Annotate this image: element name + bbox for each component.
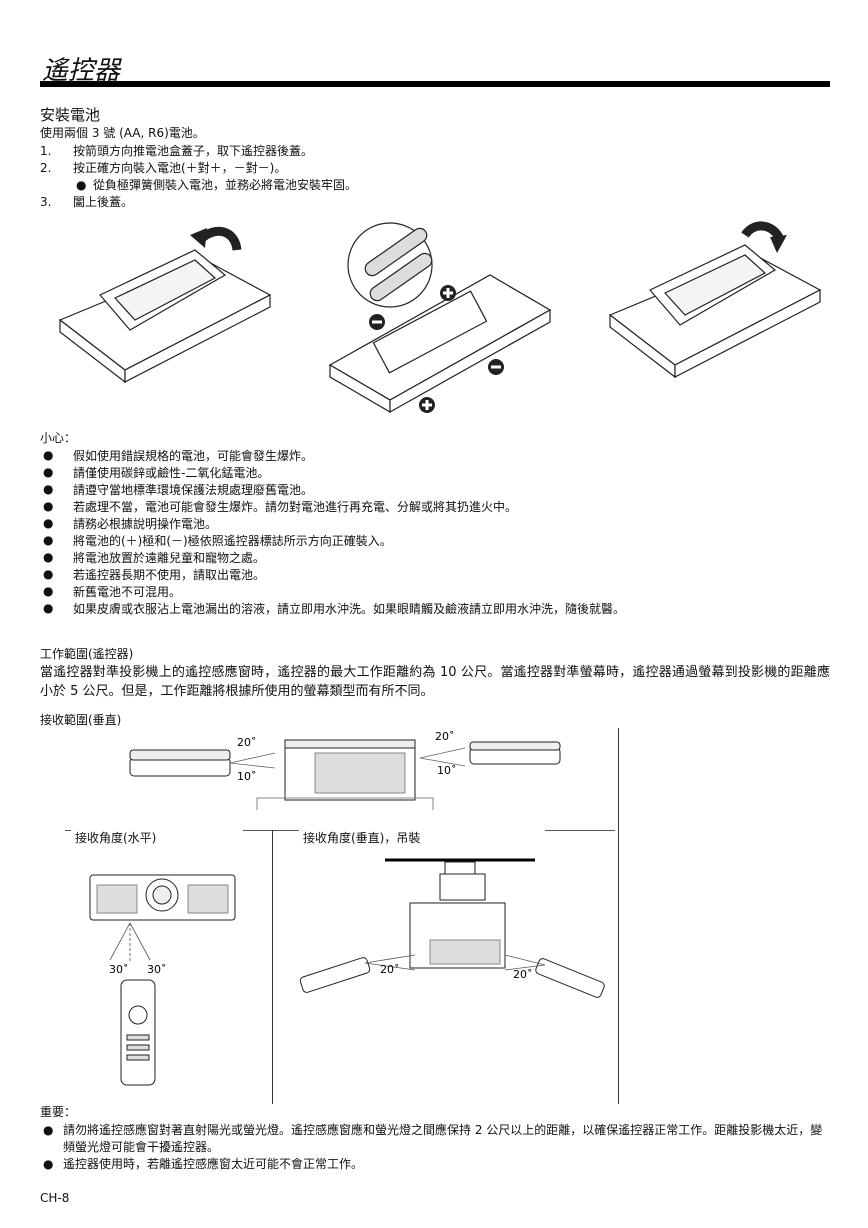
angle-label: 20˚ [380, 963, 400, 976]
bullet-dot: ● [43, 550, 54, 564]
angle-label: 30˚ [109, 963, 129, 976]
list-item: ● 遙控器使用時，若離遙控感應窗太近可能不會正常工作。 [43, 1157, 364, 1171]
list-item: ●請僅使用碳鋅或鹼性-二氧化錳電池。 [43, 465, 270, 480]
figure-frame-line [65, 830, 71, 831]
ceiling-mount-diagram: 20˚ 20˚ [299, 858, 605, 998]
angle-label: 20˚ [513, 968, 533, 981]
figure-frame-line [545, 830, 615, 831]
install-steps: 1. 按箭頭方向推電池盒蓋子，取下遙控器後蓋。 2. 按正確方向裝入電池(＋對＋… [40, 143, 740, 211]
curved-arrow-icon [190, 226, 242, 251]
bullet-dot: ● [43, 601, 54, 615]
bullet-dot: ● [43, 499, 54, 513]
range-paragraph: 當遙控器對準投影機上的遙控感應窗時，遙控器的最大工作距離約為 10 公尺。當遙控… [40, 665, 830, 699]
plus-sign-icon [440, 285, 456, 301]
minus-sign-icon [369, 314, 385, 330]
list-item: ● 請勿將遙控感應窗對著直射陽光或螢光燈。遙控感應窗應和螢光燈之間應保持 2 公… [43, 1123, 823, 1154]
install-step: 1. 按箭頭方向推電池盒蓋子，取下遙控器後蓋。 [40, 144, 314, 158]
remote-control-icon [129, 749, 231, 777]
battery-insertion-illustration [328, 222, 552, 414]
ceiling-range-label: 接收角度(垂直)，吊裝 [303, 831, 421, 845]
angle-label: 10˚ [437, 764, 457, 777]
remote-control-icon [120, 979, 156, 1086]
vertical-range-label: 接收範圍(垂直) [40, 713, 122, 727]
caution-list: ●假如使用錯誤規格的電池，可能會發生爆炸。 ●請僅使用碳鋅或鹼性-二氧化錳電池。… [40, 448, 830, 618]
bullet-dot: ● [43, 516, 54, 530]
curved-arrow-icon [741, 221, 787, 253]
bullet-dot: ● [43, 533, 54, 547]
range-heading: 工作範圍(遙控器) [40, 647, 134, 661]
remote-control-icon [469, 741, 561, 765]
bullet-dot: ● [76, 178, 87, 192]
install-intro: 使用兩個 3 號 (AA, R6)電池。 [40, 126, 205, 140]
list-item: ●將電池的(＋)極和(－)極依照遙控器標誌所示方向正確裝入。 [43, 533, 392, 548]
figure-frame-line [243, 830, 299, 831]
list-item: ●假如使用錯誤規格的電池，可能會發生爆炸。 [43, 448, 314, 463]
caution-heading: 小心： [40, 431, 77, 445]
remote-cover-closing-illustration [608, 221, 822, 379]
horizontal-range-diagram: 30˚ 30˚ [89, 874, 236, 1086]
vertical-range-diagram: 20˚ 10˚ 20˚ 10˚ [129, 730, 561, 810]
angle-label: 20˚ [237, 736, 257, 749]
remote-cover-removal-illustration [58, 226, 272, 384]
list-item: ●請遵守當地標準環境保護法規處理廢舊電池。 [43, 482, 314, 497]
projector-icon [284, 739, 416, 801]
angle-label: 30˚ [147, 963, 167, 976]
list-item: ●將電池放置於遠離兒童和寵物之處。 [43, 550, 266, 565]
bullet-dot: ● [43, 482, 54, 496]
important-list: ● 請勿將遙控感應窗對著直射陽光或螢光燈。遙控感應窗應和螢光燈之間應保持 2 公… [40, 1122, 830, 1173]
remote-control-icon [299, 957, 605, 998]
figure-frame-right [618, 728, 619, 1104]
angle-label: 10˚ [237, 770, 257, 783]
title-divider [40, 81, 830, 87]
important-heading: 重要： [40, 1105, 77, 1119]
bullet-dot: ● [43, 1123, 54, 1137]
horizontal-range-label: 接收角度(水平) [75, 831, 157, 845]
install-step: 3. 闔上後蓋。 [40, 195, 134, 209]
ceiling-mount-bracket [439, 861, 486, 901]
list-item: ●新舊電池不可混用。 [43, 584, 182, 599]
angle-label: 20˚ [435, 730, 455, 743]
install-sub-bullet: ● 從負極彈簧側裝入電池，並務必將電池安裝牢固。 [76, 178, 358, 192]
bullet-dot: ● [43, 448, 54, 462]
install-step: 2. 按正確方向裝入電池(＋對＋，－對－)。 [40, 161, 287, 175]
bullet-dot: ● [43, 584, 54, 598]
list-item: ●如果皮膚或衣服沾上電池漏出的溶液，請立即用水沖洗。如果眼睛觸及鹼液請立即用水沖… [43, 601, 626, 616]
bullet-dot: ● [43, 465, 54, 479]
list-item: ●若遙控器長期不使用，請取出電池。 [43, 567, 266, 582]
bullet-dot: ● [43, 1157, 54, 1171]
list-item: ●若處理不當，電池可能會發生爆炸。請勿對電池進行再充電、分解或將其扔進火中。 [43, 499, 518, 514]
page-number: CH-8 [40, 1191, 70, 1205]
minus-sign-icon [488, 359, 504, 375]
figure-frame-middle [272, 830, 273, 1104]
projector-icon [89, 874, 236, 921]
projector-icon [409, 902, 506, 969]
install-heading: 安裝電池 [40, 106, 101, 124]
list-item: ●請務必根據說明操作電池。 [43, 516, 218, 531]
plus-sign-icon [419, 397, 435, 413]
bullet-dot: ● [43, 567, 54, 581]
